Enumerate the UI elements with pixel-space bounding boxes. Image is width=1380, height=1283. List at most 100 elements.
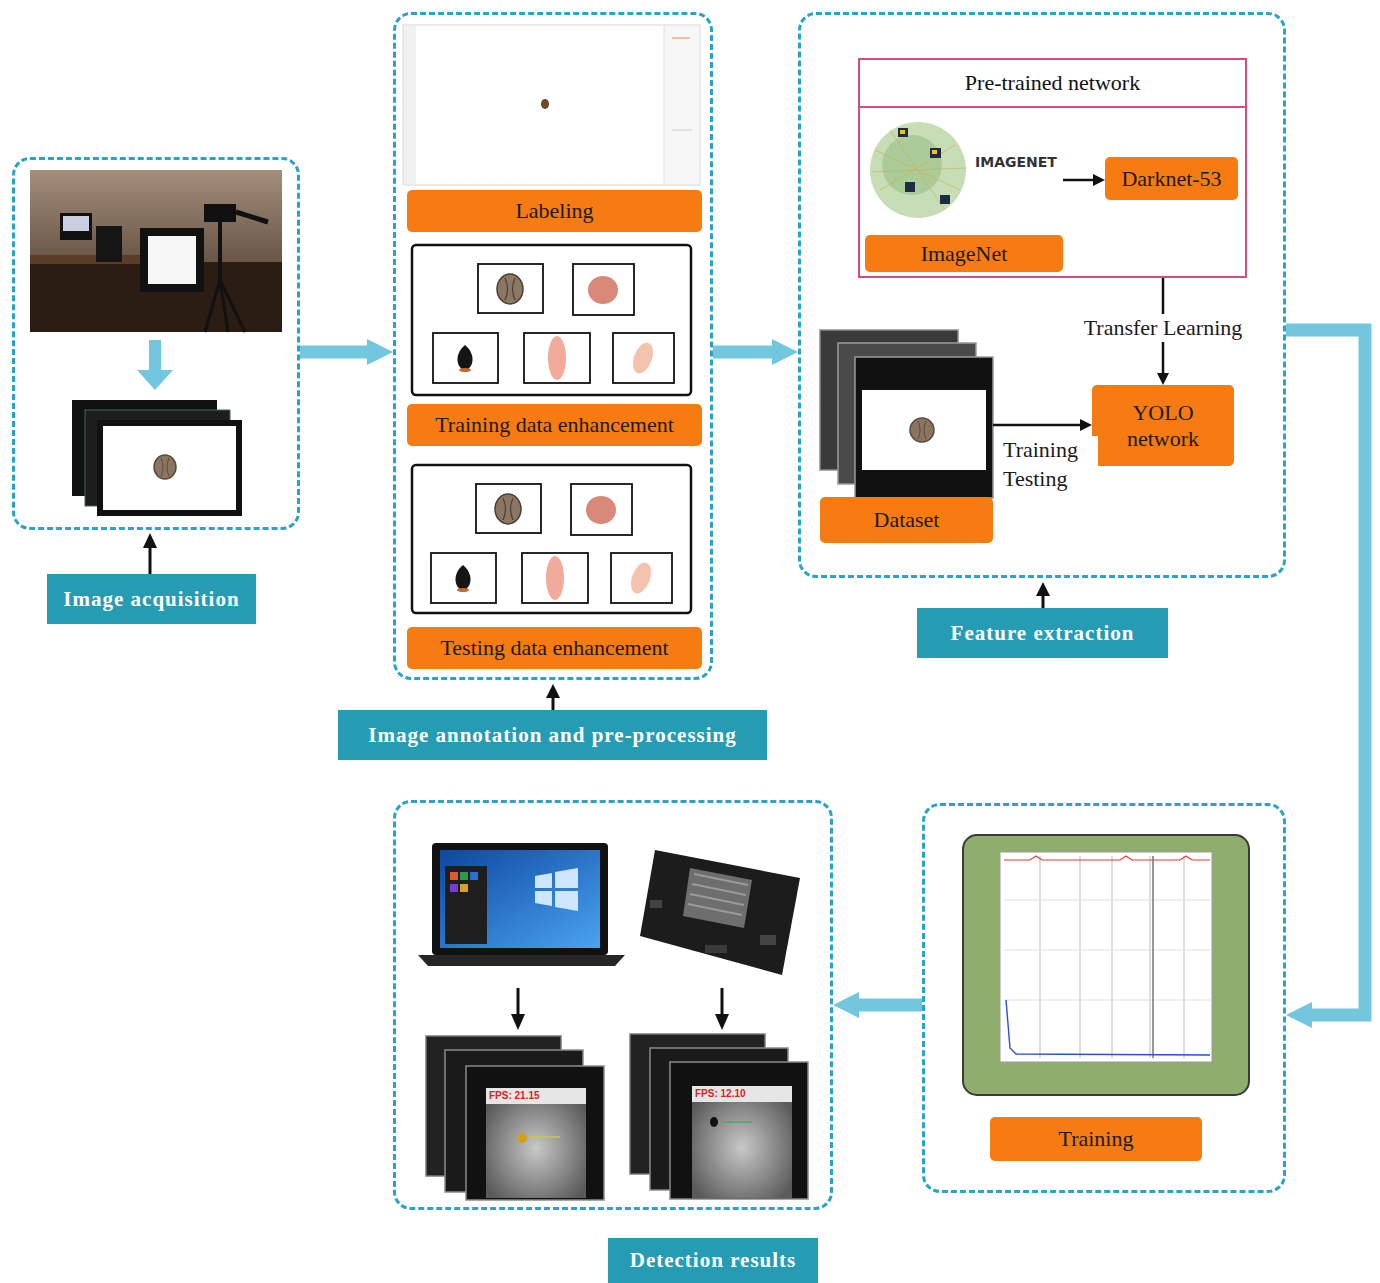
laptop-icon [450,884,458,892]
embedded-board [640,850,800,975]
training-chart [963,835,1249,1095]
lab-photo [63,216,89,231]
laptop-icon [555,891,578,911]
dataset-stack [820,330,993,498]
labeling-screenshot [664,26,665,184]
box-label: Training data enhancement [429,412,680,437]
pointer-arrow [1036,582,1050,596]
connector-arrow [993,424,1080,427]
imagenet-picture [865,118,1063,228]
fps-readout: FPS: 12.10 [695,1088,746,1099]
seed-thumbnails [548,336,566,380]
seed-thumbnails [588,276,618,304]
laptop-icon [460,884,468,892]
flow-arrow [859,999,922,1012]
result-stack [670,1062,808,1199]
labeling-screenshot [403,25,700,185]
training-chart [963,835,1249,1095]
labeling-screenshot [404,26,416,184]
laptop-icon [555,868,578,888]
labeling-screenshot [403,25,700,185]
process-label: ImageNet [865,235,1063,272]
image-stack [72,400,239,513]
lab-photo [30,170,282,332]
lab-photo [204,204,236,222]
process-box: Darknet-53 [1105,157,1238,200]
down-arrow [149,340,161,372]
stage-panel: LabelingTraining data enhancementTesting… [393,12,713,680]
result-stack [530,1136,560,1138]
lab-photo [60,213,92,240]
seed-thumbnails [457,345,472,371]
pointer-arrow [1036,582,1050,608]
laptop-icon [450,872,458,880]
pointer-arrow [143,533,157,574]
flow-arrow [1286,330,1365,1015]
stage-panel: Detection results [393,800,833,1210]
training-chart [1040,856,1184,1058]
pointer-arrow [149,546,152,574]
pointer-arrow [546,684,560,710]
seed-thumbnails [505,278,515,300]
lab-photo [140,228,204,292]
dataset-group: Dataset [820,330,993,543]
result-stack [692,1086,792,1198]
pointer-arrow [552,696,555,710]
embedded-board [640,850,800,975]
imagenet-picture [930,148,941,158]
pointer-arrow [511,1014,525,1030]
dataset-stack [918,421,926,439]
laptop-icon [535,873,552,888]
training-chart [1006,1000,1210,1055]
box-label: Testing data enhancement [434,635,674,660]
lab-photo [148,236,196,284]
down-arrow [137,340,173,390]
image-source: ImageNet [865,118,1063,272]
seed-thumbnails [613,333,674,383]
lab-photo [218,222,222,282]
embedded-board [705,945,727,953]
stage-label: Image annotation and pre-processing [338,710,767,760]
seed-thumbnails [433,333,498,383]
image-stack [154,455,176,479]
training-chart [1004,900,1210,1000]
process-box: Training data enhancement [407,404,702,446]
lab-photo [30,255,155,264]
imagenet-picture [932,150,937,154]
seed-thumbnails [459,368,471,372]
training-chart [1004,856,1210,860]
labeling-screenshot [672,130,692,131]
box-label: Labeling [509,198,599,223]
result-stack [517,1133,527,1143]
image-stack [161,458,169,476]
labeling-screenshot [664,26,699,184]
labeling-screenshot [541,99,549,109]
seed-thumbnails [433,264,674,383]
lab-photo [30,170,282,332]
imagenet-picture [905,182,915,192]
laptop-icon [535,891,552,906]
imagenet-picture [870,122,966,218]
stage-label: Image acquisition [47,574,256,624]
imagenet-picture [872,130,966,210]
stage-label: Feature extraction [917,608,1168,658]
embedded-board [688,874,748,915]
pointer-arrow [715,1014,729,1030]
dataset-stack [855,357,993,498]
fps-readout: FPS: 21.15 [489,1090,540,1101]
edge-label: Training Testing [1000,436,1098,493]
seed-thumbnails [497,274,523,304]
dataset-stack [860,388,988,472]
training-chart [1000,852,1212,1062]
flow-arrow [300,346,367,359]
lab-photo [96,226,122,262]
laptop-icon [470,872,478,880]
laptop-icon [418,843,625,966]
result-stack [466,1066,604,1200]
flow-arrow [713,346,772,359]
laptop-icon [440,850,600,948]
result-stack [710,1117,718,1127]
imagenet-picture [865,118,1063,228]
imagenet-picture [900,130,905,134]
